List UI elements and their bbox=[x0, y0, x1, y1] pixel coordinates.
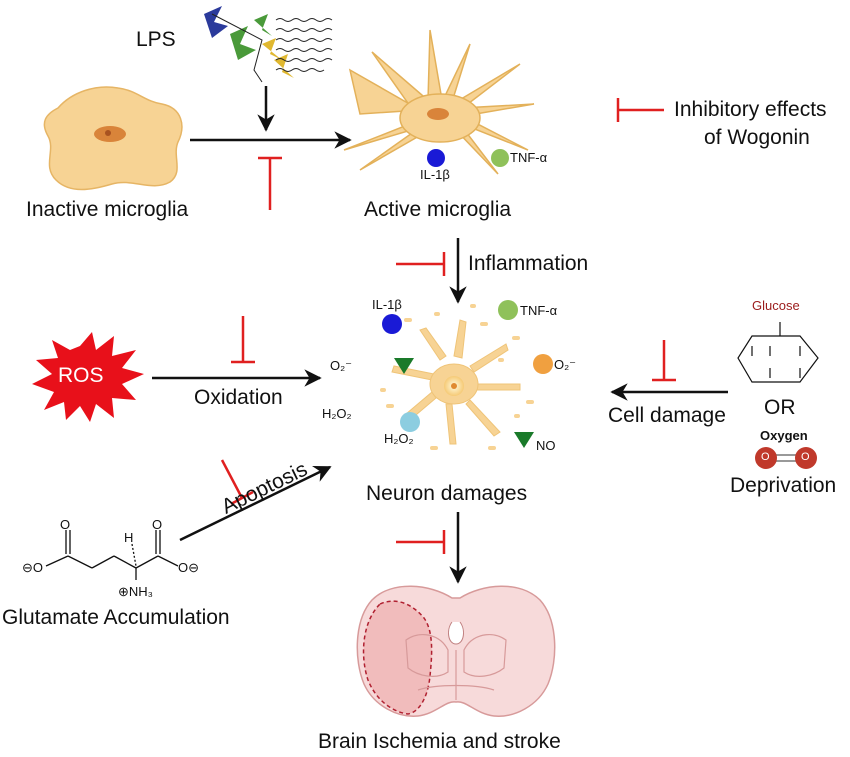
or-label: OR bbox=[764, 396, 796, 419]
neuron-o2-left-label: O₂⁻ bbox=[330, 358, 353, 373]
neuron-h2o2-bottom-label: H₂O₂ bbox=[384, 431, 414, 446]
oxygen-molecule-icon bbox=[755, 447, 817, 469]
neuron-il1b-dot-icon bbox=[382, 314, 402, 334]
active-microglia-cell bbox=[343, 29, 535, 175]
tnfa-dot-icon bbox=[491, 149, 509, 167]
glutamate-label: Glutamate Accumulation bbox=[2, 606, 230, 629]
inflammation-label: Inflammation bbox=[468, 252, 589, 275]
neuron-o2-right-label: O₂⁻ bbox=[554, 357, 577, 372]
ros-starburst-icon bbox=[32, 332, 144, 422]
neuron-h2o2-left-label: H₂O₂ bbox=[322, 406, 352, 421]
neuron-h2o2-dot-icon bbox=[400, 412, 420, 432]
glu-o-minus-right: O⊖ bbox=[178, 560, 200, 575]
ros-label: ROS bbox=[58, 364, 104, 387]
il1b-dot-icon bbox=[427, 149, 445, 167]
cell-damage-label: Cell damage bbox=[608, 404, 726, 427]
oxygen-atom-left: O bbox=[761, 451, 770, 463]
inhibition-mark-oxidation bbox=[231, 316, 255, 364]
active-microglia-label: Active microglia bbox=[364, 198, 512, 221]
legend-line2: of Wogonin bbox=[704, 126, 810, 149]
glu-o-top-right: O bbox=[152, 517, 163, 532]
legend-line1: Inhibitory effects bbox=[674, 98, 827, 121]
inhibition-mark-cell-damage bbox=[652, 340, 676, 382]
active-il1b-label: IL-1β bbox=[420, 167, 450, 182]
glu-o-top-left: O bbox=[60, 517, 71, 532]
oxygen-atom-right: O bbox=[801, 451, 810, 463]
deprivation-label: Deprivation bbox=[730, 474, 837, 497]
neuron-tnfa-label: TNF-α bbox=[520, 303, 558, 318]
inactive-microglia-cell bbox=[43, 86, 183, 191]
neuron-debris-fragments bbox=[380, 304, 534, 450]
neuron-damages-label: Neuron damages bbox=[366, 482, 528, 505]
glucose-label: Glucose bbox=[752, 298, 800, 313]
neuron-il1b-label: IL-1β bbox=[372, 297, 402, 312]
glucose-structure-icon bbox=[737, 322, 819, 383]
legend-inhibition-symbol bbox=[616, 98, 664, 122]
neuron-no-label: NO bbox=[536, 438, 556, 453]
oxygen-label: Oxygen bbox=[760, 428, 808, 443]
lps-molecule-icon bbox=[204, 6, 333, 83]
oxidation-label: Oxidation bbox=[194, 386, 283, 409]
neuron-nucleolus bbox=[451, 383, 457, 389]
inhibition-mark-ischemia bbox=[396, 530, 446, 554]
brain-section-icon bbox=[356, 585, 556, 717]
active-tnfa-label: TNF-α bbox=[510, 150, 548, 165]
lps-label: LPS bbox=[136, 28, 176, 51]
neuron-tnfa-dot-icon bbox=[498, 300, 518, 320]
neuron-o2-dot-icon bbox=[533, 354, 553, 374]
active-microglia-nucleus bbox=[427, 108, 449, 120]
inhibition-mark-inflammation bbox=[396, 252, 446, 276]
glu-nh3: ⊕NH₃ bbox=[118, 584, 153, 599]
neuron-triangle-icon bbox=[394, 358, 414, 374]
no-triangle-icon bbox=[514, 432, 534, 448]
inhibition-mark-apoptosis bbox=[220, 459, 254, 506]
glu-o-minus-left: ⊖O bbox=[22, 560, 44, 575]
apoptosis-arrow bbox=[179, 465, 332, 542]
inhibition-mark-activation bbox=[258, 156, 282, 210]
inactive-microglia-label: Inactive microglia bbox=[26, 198, 189, 221]
glutamate-structure-icon bbox=[45, 530, 179, 580]
brain-label: Brain Ischemia and stroke bbox=[318, 730, 561, 753]
glu-h: H bbox=[124, 530, 134, 545]
